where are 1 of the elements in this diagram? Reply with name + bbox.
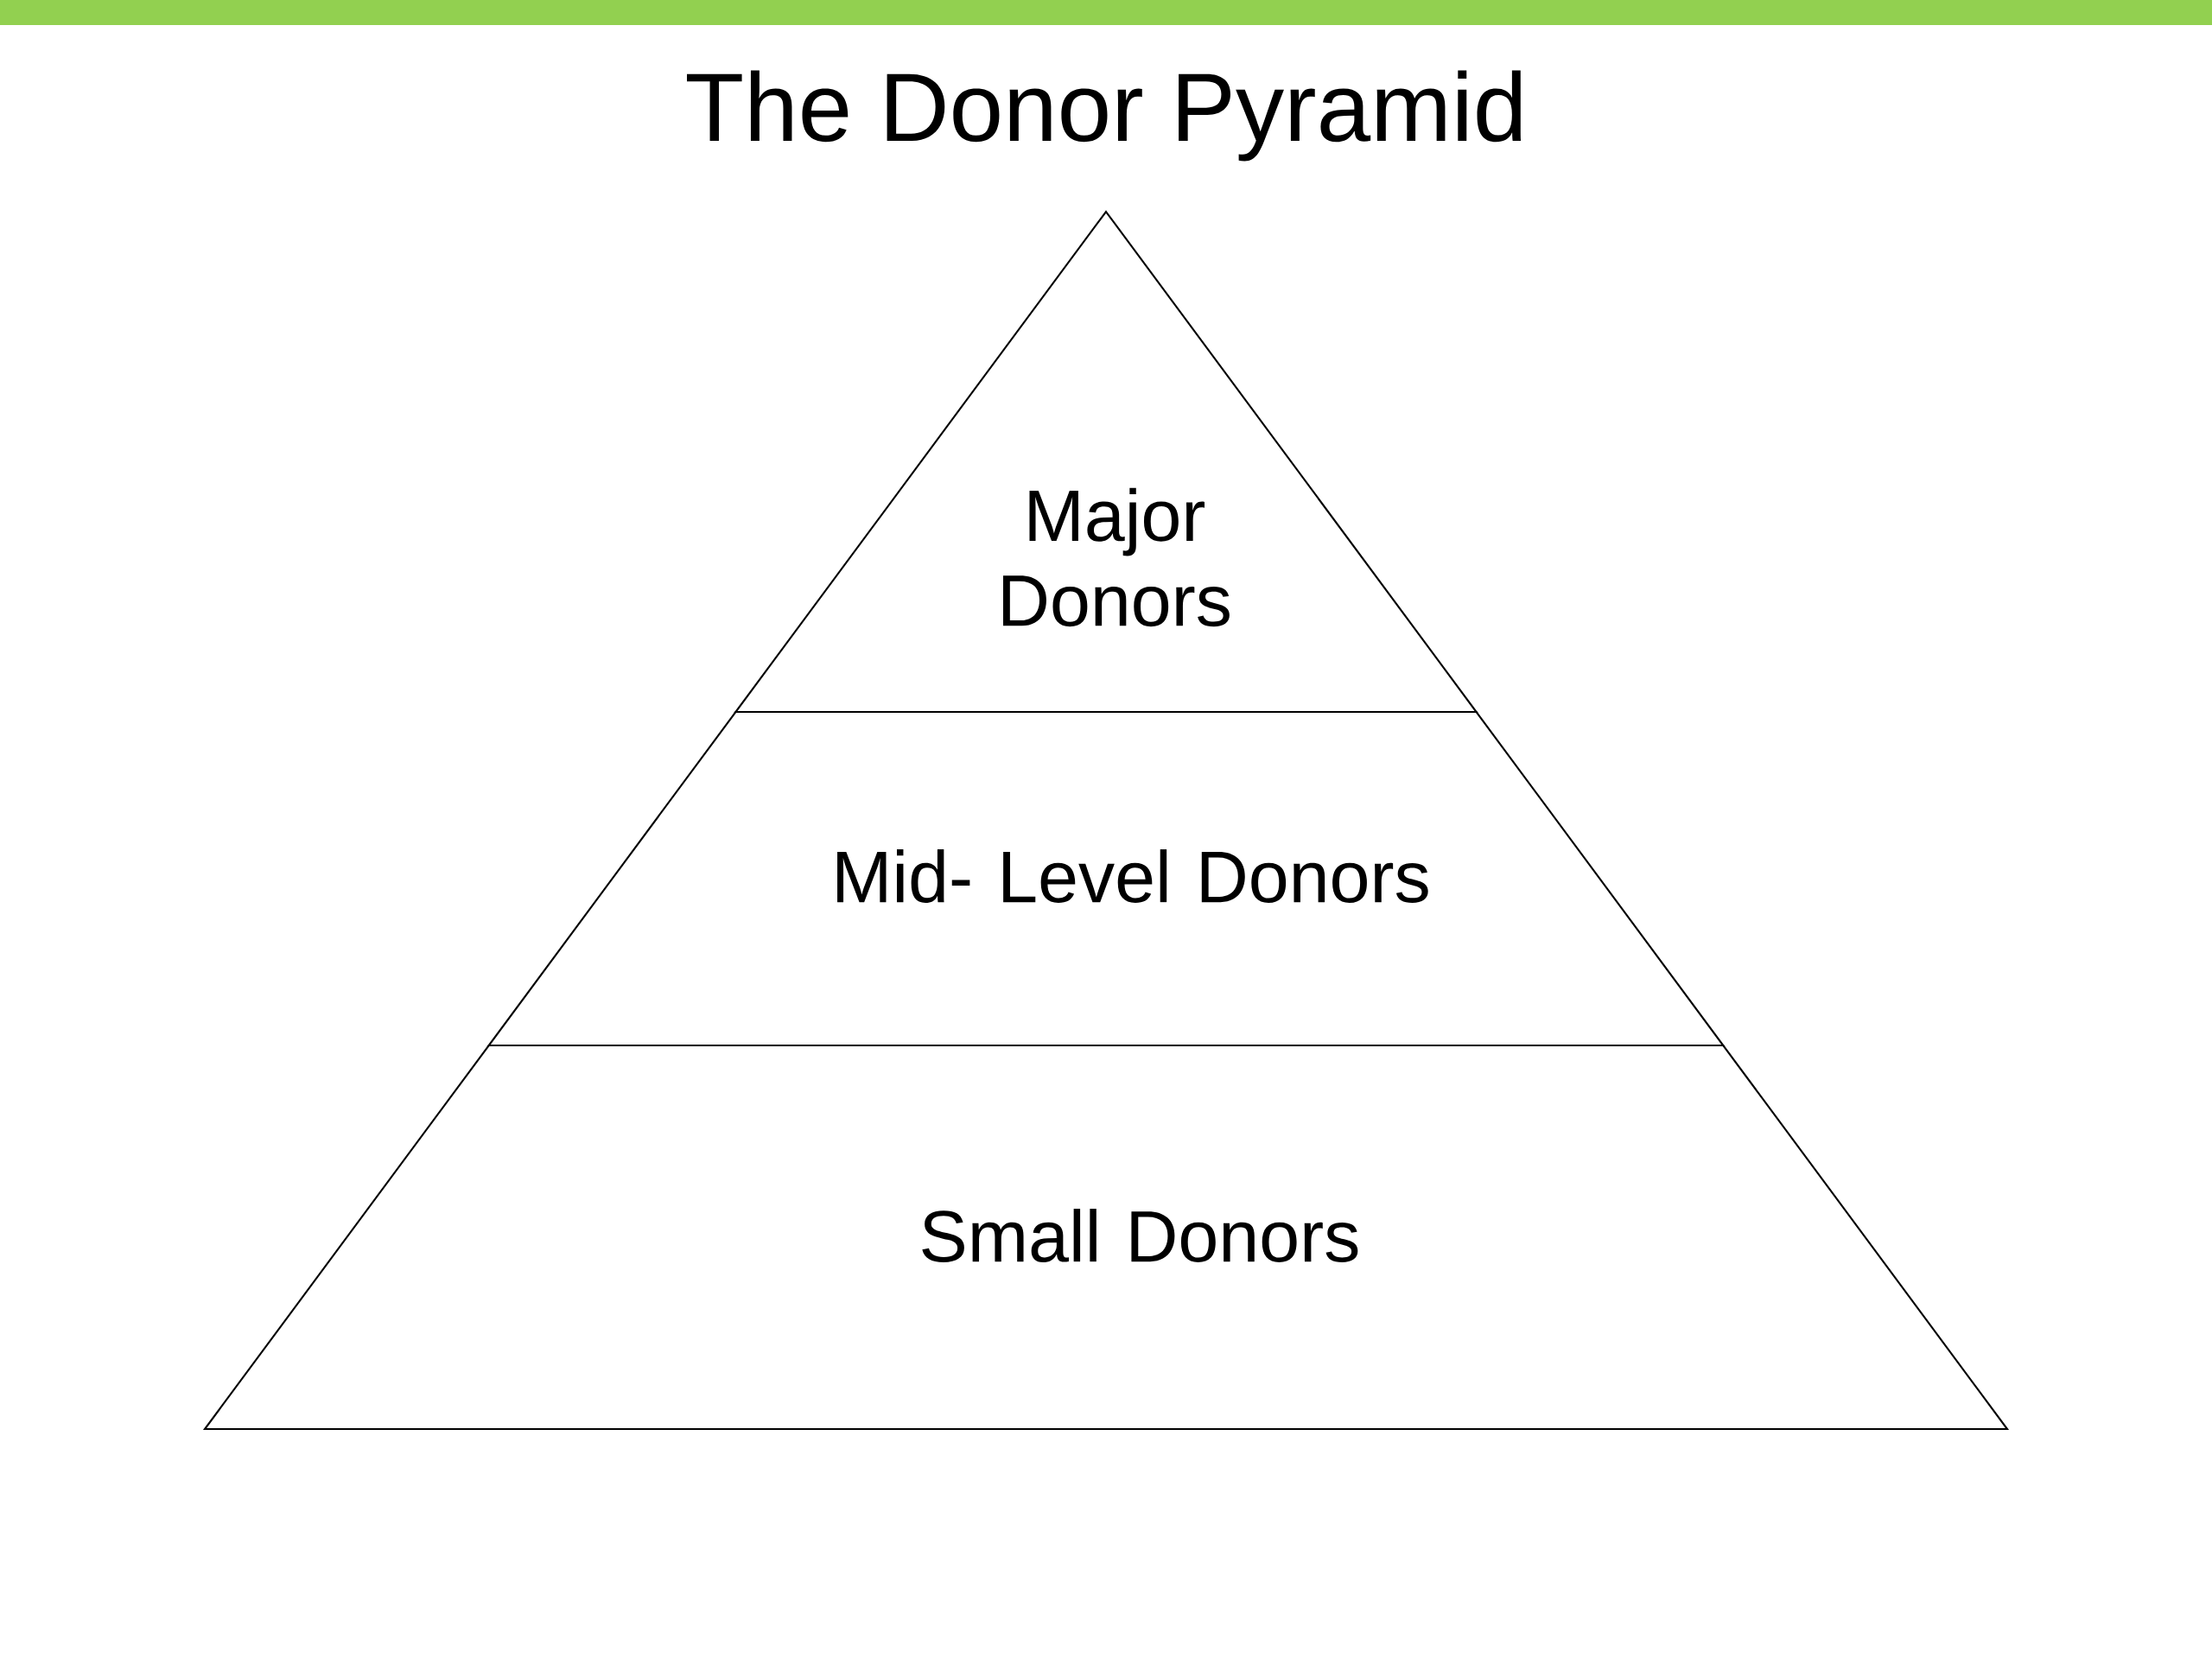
title: The Donor Pyramid	[687, 70, 1522, 162]
